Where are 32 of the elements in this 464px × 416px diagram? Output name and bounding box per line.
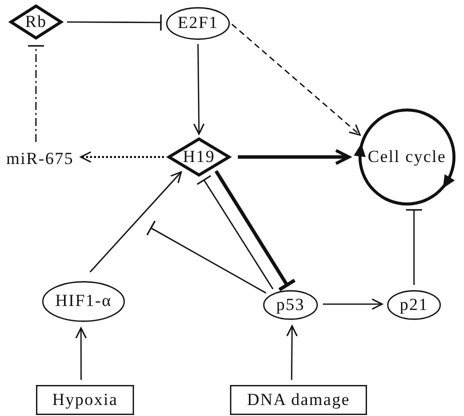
arrow — [286, 325, 298, 380]
diamond-node — [166, 136, 232, 178]
process-box — [36, 385, 134, 415]
ellipse-node — [263, 290, 318, 320]
node-label: p53 — [276, 296, 305, 314]
node-label: miR-675 — [6, 148, 74, 168]
node-label: p21 — [400, 296, 428, 314]
node-label: E2F1 — [178, 14, 218, 33]
inhibition-line — [67, 14, 162, 32]
arrow — [90, 171, 182, 272]
arrow — [193, 44, 205, 135]
node-label: Rb — [25, 12, 47, 32]
ellipse-node — [387, 290, 441, 320]
arrow — [231, 24, 361, 136]
node-label: HIF1-α — [55, 292, 112, 311]
inhibition-line — [27, 45, 45, 142]
node-label: Cell cycle — [368, 148, 446, 166]
node-label: Hypoxia — [52, 390, 118, 410]
ellipse-node — [166, 7, 230, 40]
inhibition-line — [196, 174, 274, 290]
node-label: DNA damage — [246, 390, 350, 410]
arrow — [75, 327, 87, 380]
arrow — [238, 149, 350, 165]
inhibition-line — [405, 209, 423, 285]
node-label: H19 — [182, 148, 216, 166]
process-box — [230, 385, 367, 415]
inhibition-line — [214, 170, 296, 292]
arrow — [80, 151, 164, 163]
arrow — [322, 298, 383, 310]
ellipse-node — [42, 281, 125, 322]
inhibition-line — [146, 220, 266, 294]
diamond-node — [8, 3, 64, 41]
